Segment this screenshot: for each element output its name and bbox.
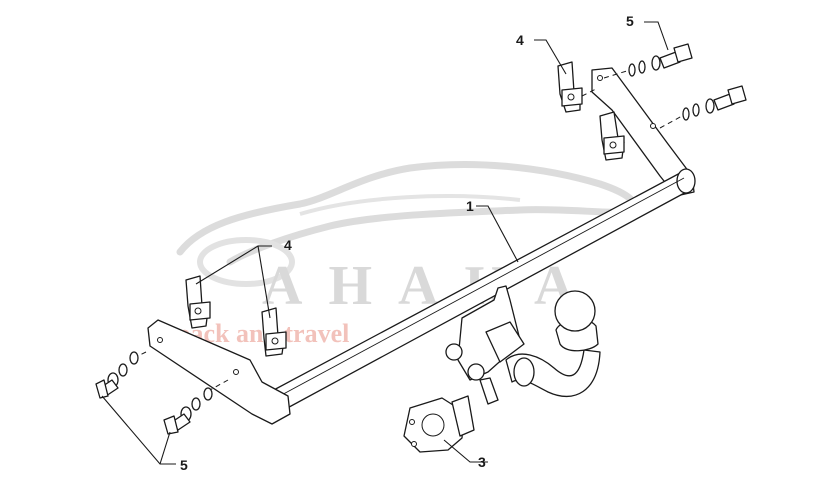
bolts-left: [95, 351, 229, 435]
callout-1-tow-bar: 1: [466, 198, 474, 214]
tow-ball: [554, 290, 596, 332]
tow-bar-crossmember: [147, 67, 696, 425]
callout-leaders: [101, 21, 669, 465]
right-side-bracket: [591, 67, 695, 197]
callout-4-plates-left: 4: [284, 237, 292, 253]
bolts-right: [603, 43, 747, 129]
callout-5-bolts-left: 5: [180, 457, 188, 473]
socket-bracket: [403, 395, 475, 453]
mounting-plates-right: [557, 61, 625, 161]
watermark-car-silhouette: [176, 161, 639, 266]
left-side-bracket: [147, 319, 291, 425]
callout-5-bolts-right: 5: [626, 13, 634, 29]
mounting-plates-left: [185, 275, 287, 357]
callout-3-socket-bracket: 3: [478, 454, 486, 470]
callout-4-plates-right: 4: [516, 32, 524, 48]
